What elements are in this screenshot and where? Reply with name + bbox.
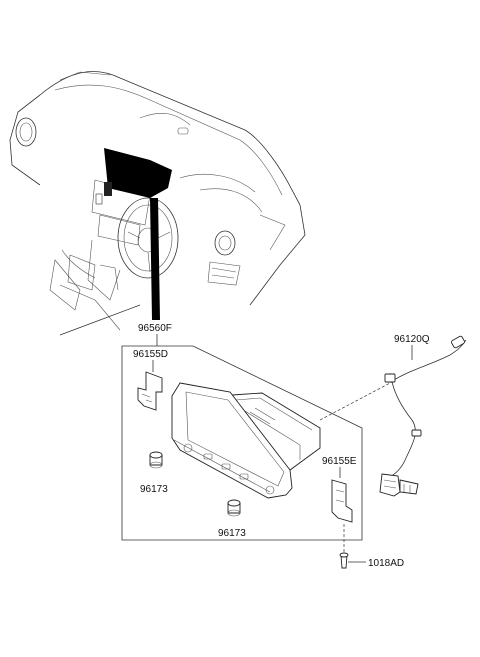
label-knob-2: 96173 [218,528,246,539]
dashboard-illustration [9,71,306,336]
bracket-right-part [331,479,353,523]
label-screw: 1018AD [368,558,404,569]
bracket-left-part [137,371,163,411]
knob-2-part [227,499,241,517]
knob-1-part [149,451,163,469]
display-highlight [104,148,172,198]
assembly-frame [121,345,363,541]
harness-part [379,335,467,497]
label-head-unit: 96560F [138,323,172,334]
label-knob-1: 96173 [140,484,168,495]
harness-dashline [319,381,393,421]
label-harness: 96120Q [394,334,430,345]
label-bracket-right: 96155E [322,456,357,467]
head-unit-part [171,382,321,499]
screw-part [339,552,349,569]
label-bracket-left: 96155D [133,349,168,360]
